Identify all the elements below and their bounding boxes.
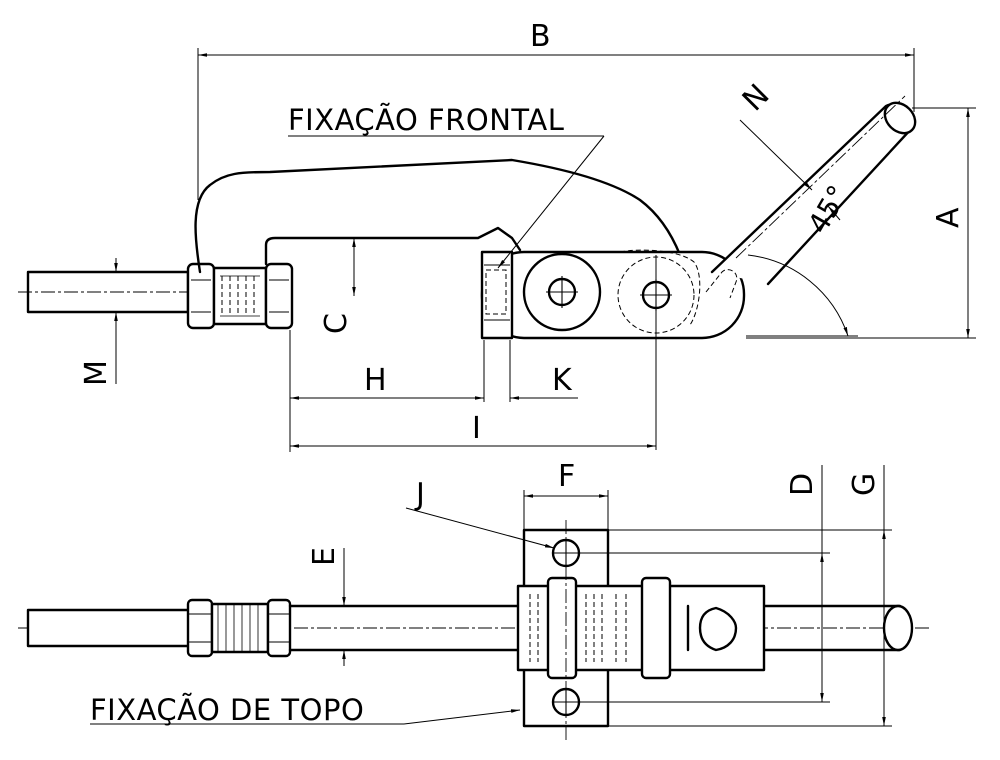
dim-k-label: K: [552, 363, 573, 398]
dim-b: [197, 48, 915, 200]
pivot-front: [522, 252, 602, 332]
nut-assembly-top: [186, 598, 292, 658]
front-mount-label: FIXAÇÃO FRONTAL: [288, 103, 564, 137]
front-mount-leader: [288, 135, 605, 269]
dim-d: [576, 465, 830, 703]
dim-m-label: M: [79, 360, 114, 386]
dim-h-label: H: [364, 363, 387, 398]
dim-h-k-i: [289, 330, 656, 452]
angle-dimension: [746, 254, 858, 337]
dim-g-label: G: [847, 473, 882, 496]
dim-c-label: C: [319, 313, 354, 334]
handle-lever-side: [705, 95, 917, 299]
dim-i-label: I: [472, 411, 481, 446]
dim-e-label: E: [307, 547, 342, 566]
dim-f-label: F: [558, 459, 575, 494]
side-view: FIXAÇÃO FRONTAL B N 45° A C M H K I: [18, 19, 976, 452]
dim-a-label: A: [931, 207, 966, 228]
plunger-rod-top: [26, 608, 194, 648]
dim-f: [523, 490, 609, 530]
screw-lower: [551, 687, 581, 717]
dim-j-label: J: [414, 477, 425, 512]
screw-upper: [551, 538, 581, 568]
dim-b-label: B: [530, 19, 551, 54]
plunger-rod-side: [18, 270, 200, 314]
dim-n: [739, 119, 841, 221]
top-mount-label: FIXAÇÃO DE TOPO: [90, 693, 364, 727]
dim-j-leader: [405, 507, 555, 549]
nut-assembly-side: [186, 262, 294, 330]
top-view: F J E D G FIXAÇÃO DE TOPO: [18, 459, 930, 740]
dim-g: [608, 465, 892, 727]
dim-d-label: D: [785, 473, 820, 496]
dim-a: [746, 107, 976, 339]
top-mount-leader: [90, 709, 521, 725]
dim-n-label: N: [736, 78, 777, 119]
